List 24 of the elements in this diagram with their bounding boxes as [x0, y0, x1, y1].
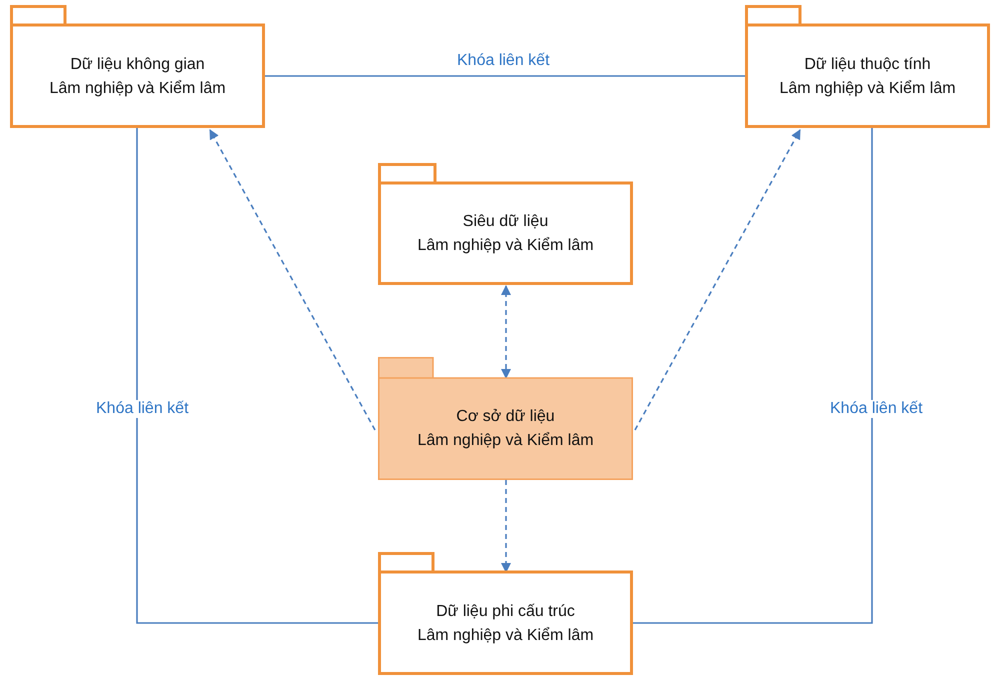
- package-label: Dữ liệu phi cấu trúc: [436, 602, 575, 622]
- package-box: [745, 5, 990, 128]
- dashed-arrow: [501, 480, 511, 573]
- edge-label: Khóa liên kết: [94, 400, 191, 418]
- edge-label: Khóa liên kết: [828, 400, 925, 418]
- connector-line: [265, 75, 745, 77]
- package-box: [378, 163, 633, 285]
- package-label: Dữ liệu thuộc tính: [804, 54, 931, 74]
- package-box: [378, 357, 633, 480]
- package-label: Lâm nghiệp và Kiểm lâm: [49, 78, 226, 98]
- package-label: Lâm nghiệp và Kiểm lâm: [779, 78, 956, 98]
- package-label: Lâm nghiệp và Kiểm lâm: [417, 431, 594, 451]
- package-label: Siêu dữ liệu: [462, 212, 548, 232]
- package-label: Cơ sở dữ liệu: [456, 407, 555, 427]
- package-box: [378, 552, 633, 675]
- dashed-arrow: [501, 285, 511, 379]
- package-box: [10, 5, 265, 128]
- connector-line: [136, 128, 378, 624]
- dashed-arrow: [209, 129, 376, 430]
- dashed-arrow: [634, 129, 801, 430]
- package-label: Lâm nghiệp và Kiểm lâm: [417, 236, 594, 256]
- package-label: Dữ liệu không gian: [70, 54, 205, 74]
- connector-line: [633, 128, 873, 624]
- package-label: Lâm nghiệp và Kiểm lâm: [417, 626, 594, 646]
